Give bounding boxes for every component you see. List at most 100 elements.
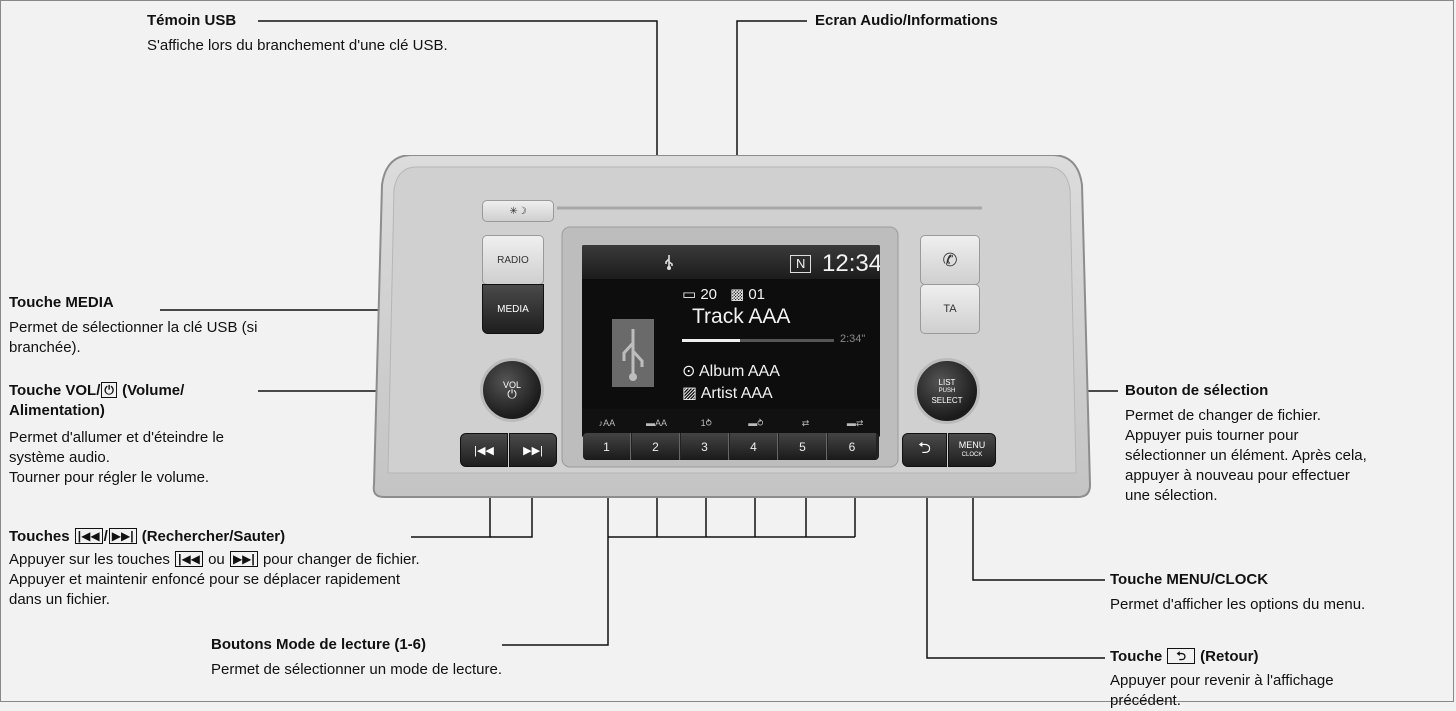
vol-knob[interactable]: VOL ⏻ bbox=[480, 358, 544, 422]
seek-skip-desc: Appuyer sur les touches |◀◀ ou ▶▶| pour … bbox=[9, 550, 420, 610]
menu-label: MENU bbox=[958, 440, 986, 450]
slash-text: / bbox=[103, 528, 108, 545]
ta-button[interactable]: TA bbox=[920, 284, 980, 334]
media-button-title: Touche MEDIA bbox=[9, 294, 114, 311]
progress-fill bbox=[682, 339, 740, 342]
album-art bbox=[612, 319, 654, 387]
track-time: 2:34" bbox=[840, 333, 866, 345]
audio-screen-title: Ecran Audio/Informations bbox=[815, 12, 998, 29]
play-mode-desc: Permet de sélectionner un mode de lectur… bbox=[211, 660, 502, 680]
album-name-value: Album AAA bbox=[698, 363, 780, 380]
screen-tag: N bbox=[790, 255, 812, 273]
seek-prev-button[interactable]: |◀◀ bbox=[460, 433, 508, 467]
usb-indicator-icon bbox=[664, 254, 674, 273]
seek-skip-title-text: (Rechercher/Sauter) bbox=[137, 528, 286, 545]
prev-icon: |◀◀ bbox=[74, 528, 103, 544]
back-title-text-2: (Retour) bbox=[1196, 648, 1259, 665]
power-icon: ⏻ bbox=[507, 387, 517, 401]
media-label: MEDIA bbox=[497, 303, 529, 315]
push-label: PUSH bbox=[938, 387, 956, 394]
menu-clock-button[interactable]: MENU CLOCK bbox=[948, 433, 996, 467]
selector-desc-line-2: Appuyer puis tourner pour bbox=[1125, 427, 1299, 444]
mode-icon-3: 1⥁ bbox=[700, 418, 712, 428]
preset-button-5[interactable]: 5 bbox=[779, 433, 827, 460]
mode-icon-5: ⇄ bbox=[801, 418, 810, 428]
folder-number: ▭ 20 bbox=[682, 286, 718, 303]
back-icon: ⮌ bbox=[1167, 648, 1196, 664]
select-label: SELECT bbox=[931, 395, 963, 405]
menu-clock-desc-line: Permet d'afficher les options du menu. bbox=[1110, 596, 1366, 613]
power-icon: ⏻ bbox=[101, 382, 117, 398]
mode-icon-1: ♪AA bbox=[598, 418, 616, 428]
vol-title-text-2: (Volume/ bbox=[117, 382, 185, 399]
leader-menu bbox=[972, 462, 1105, 581]
preset-button-1[interactable]: 1 bbox=[583, 433, 631, 460]
back-title: Touche ⮌ (Retour) bbox=[1110, 648, 1259, 666]
next-icon: ▶▶| bbox=[229, 551, 258, 567]
seek-skip-title: Touches |◀◀/▶▶| (Rechercher/Sauter) bbox=[9, 528, 285, 546]
seek-desc-line-1: Appuyer sur les touches |◀◀ ou ▶▶| pour … bbox=[9, 550, 420, 570]
vol-desc-line-3: Tourner pour régler le volume. bbox=[9, 469, 210, 486]
vol-title: Touche VOL/⏻ (Volume/ bbox=[9, 382, 184, 400]
artist-name-value: Artist AAA bbox=[700, 385, 773, 402]
vol-desc-line-2: système audio. bbox=[9, 449, 110, 466]
clock-label: CLOCK bbox=[961, 452, 983, 458]
preset-button-3[interactable]: 3 bbox=[681, 433, 729, 460]
back-desc: Appuyer pour revenir à l'affichage précé… bbox=[1110, 671, 1334, 709]
audio-screen: N 12:34 ▭ 20 ▩ 01 Track AAA 2:34" ⊙ Albu… bbox=[582, 245, 880, 437]
preset-button-2[interactable]: 2 bbox=[632, 433, 680, 460]
leader-presets bbox=[502, 459, 609, 646]
phone-button[interactable]: ✆ bbox=[920, 235, 980, 285]
screen-status-bar bbox=[582, 245, 880, 279]
menu-clock-title: Touche MENU/CLOCK bbox=[1110, 571, 1269, 588]
vol-desc-line-1: Permet d'allumer et d'éteindre le bbox=[9, 429, 225, 446]
vol-desc: Permet d'allumer et d'éteindre le systèm… bbox=[9, 428, 224, 488]
prev-icon: |◀◀ bbox=[474, 444, 494, 457]
day-night-button[interactable]: ✳☽ bbox=[482, 200, 554, 222]
vol-title-text: Touche VOL/ bbox=[9, 382, 101, 399]
back-button[interactable]: ⮌ bbox=[902, 433, 947, 467]
selector-knob[interactable]: LIST PUSH SELECT bbox=[914, 358, 980, 424]
ta-label: TA bbox=[943, 303, 957, 315]
track-number-value: 01 bbox=[748, 286, 766, 303]
touches-text: Touches bbox=[9, 528, 74, 545]
media-desc-line-1: Permet de sélectionner la clé USB (si bbox=[9, 319, 258, 336]
mode-icon-bar: ♪AA ▬AA 1⥁ ▬⥁ ⇄ ▬⇄ bbox=[582, 409, 880, 437]
selector-desc-line-5: une sélection. bbox=[1125, 487, 1218, 504]
album-name: ⊙ Album AAA bbox=[682, 363, 780, 380]
play-mode-title: Boutons Mode de lecture (1-6) bbox=[211, 636, 427, 653]
leader-back bbox=[926, 462, 1105, 659]
menu-clock-desc: Permet d'afficher les options du menu. bbox=[1110, 595, 1365, 615]
day-night-icon: ✳☽ bbox=[509, 205, 527, 217]
progress-bar bbox=[682, 339, 834, 342]
media-button[interactable]: MEDIA bbox=[482, 284, 544, 334]
seek-desc-line-2: Appuyer et maintenir enfoncé pour se dép… bbox=[9, 571, 401, 588]
track-number: ▩ 01 bbox=[730, 286, 766, 303]
seek-desc-text-3: pour changer de fichier. bbox=[258, 551, 420, 568]
back-desc-line-2: précédent. bbox=[1110, 692, 1181, 709]
folder-number-value: 20 bbox=[700, 286, 718, 303]
seek-desc-text-2: ou bbox=[203, 551, 229, 568]
preset-button-4[interactable]: 4 bbox=[730, 433, 778, 460]
mode-icon-4: ▬⥁ bbox=[748, 418, 764, 428]
selector-desc-line-1: Permet de changer de fichier. bbox=[1125, 407, 1321, 424]
preset-buttons: 1 2 3 4 5 6 bbox=[583, 433, 879, 460]
preset-button-6[interactable]: 6 bbox=[828, 433, 876, 460]
seek-desc-text: Appuyer sur les touches bbox=[9, 551, 175, 568]
selector-desc-line-4: appuyer à nouveau pour effectuer bbox=[1125, 467, 1350, 484]
radio-button[interactable]: RADIO bbox=[482, 235, 544, 285]
back-desc-line-1: Appuyer pour revenir à l'affichage bbox=[1110, 672, 1334, 689]
mode-icon-2: ▬AA bbox=[646, 418, 668, 428]
list-label: LIST bbox=[938, 377, 956, 387]
next-icon: ▶▶| bbox=[523, 444, 543, 457]
vol-label: VOL bbox=[502, 380, 521, 390]
skip-next-button[interactable]: ▶▶| bbox=[509, 433, 557, 467]
selector-knob-desc: Permet de changer de fichier. Appuyer pu… bbox=[1125, 406, 1367, 506]
artist-name: ▨ Artist AAA bbox=[682, 385, 773, 402]
usb-indicator-desc: S'affiche lors du branchement d'une clé … bbox=[147, 36, 448, 56]
usb-indicator-desc-line: S'affiche lors du branchement d'une clé … bbox=[147, 37, 448, 54]
track-title: Track AAA bbox=[692, 305, 791, 328]
mode-icon-6: ▬⇄ bbox=[846, 418, 864, 428]
vol-title-line2: Alimentation) bbox=[9, 402, 105, 419]
media-button-desc: Permet de sélectionner la clé USB (si br… bbox=[9, 318, 257, 358]
